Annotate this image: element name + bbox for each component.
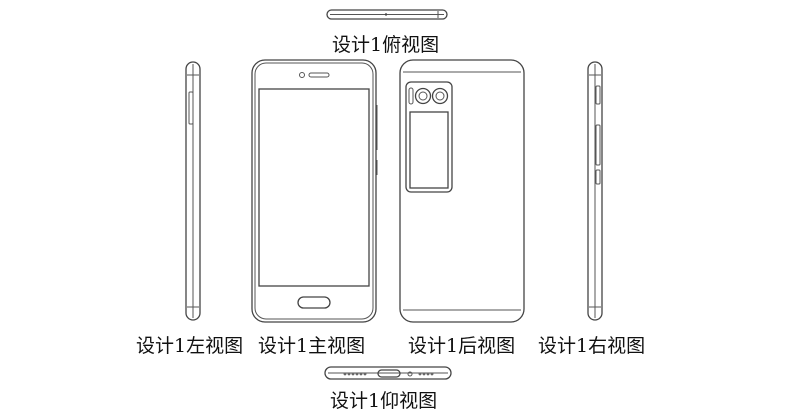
right-view-caption: 设计1右视图 [538, 335, 646, 357]
front-view-drawing [251, 59, 378, 323]
design-drawing-sheet: 设计1俯视图 设计1左视图 设计1主视图 设计1后视图 设计1右视图 设计1仰视… [136, 9, 646, 412]
left-view-caption: 设计1左视图 [136, 335, 244, 357]
drawing-canvas [185, 9, 603, 380]
front-view-caption: 设计1主视图 [258, 335, 366, 357]
back-view-drawing [399, 59, 525, 323]
top-view-drawing [326, 9, 448, 20]
back-view-caption: 设计1后视图 [408, 335, 516, 357]
right-view-drawing [587, 61, 603, 321]
bottom-view-drawing [324, 366, 452, 380]
top-view-caption: 设计1俯视图 [332, 34, 440, 56]
bottom-view-caption: 设计1仰视图 [330, 390, 438, 412]
left-view-drawing [185, 61, 201, 321]
